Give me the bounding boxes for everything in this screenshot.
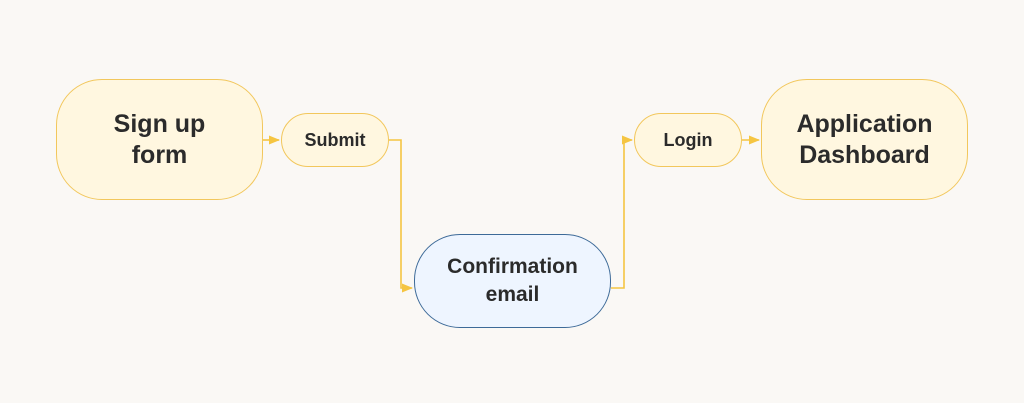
node-application-dashboard: Application Dashboard bbox=[761, 79, 968, 200]
arrow-submit-to-confirmation bbox=[389, 139, 414, 293]
node-signup-form: Sign up form bbox=[56, 79, 263, 200]
node-login: Login bbox=[634, 113, 742, 167]
arrow-confirmation-to-login bbox=[611, 135, 634, 289]
node-confirmation-email: Confirmation email bbox=[414, 234, 611, 328]
node-submit: Submit bbox=[281, 113, 389, 167]
